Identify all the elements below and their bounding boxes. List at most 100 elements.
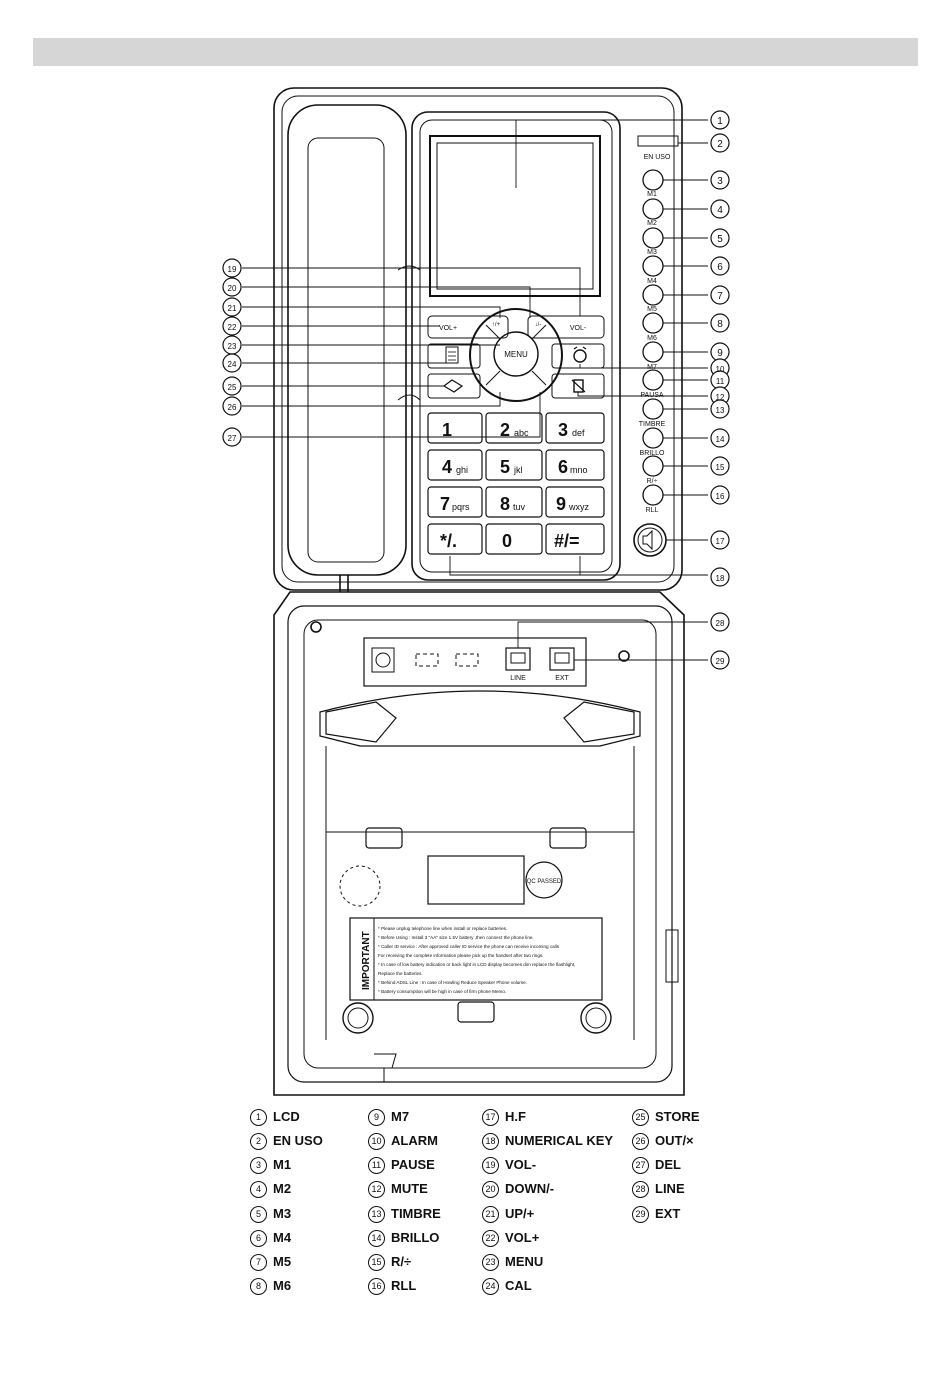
svg-text:* Please unplug telephone line: * Please unplug telephone line when inst…	[378, 926, 507, 931]
callout-5: 5	[717, 234, 723, 245]
key-7: 7	[440, 494, 450, 514]
key-2: 2	[500, 420, 510, 440]
qc-stamp-text: QC PASSED	[527, 879, 562, 885]
label-ext: EXT	[555, 675, 569, 682]
callout-22: 22	[228, 323, 237, 332]
label-vol-plus: VOL+	[439, 325, 457, 332]
header-bar	[33, 38, 918, 66]
keypad-labels: 1 2 abc 3 def 4 ghi 5 jkl 6 mno 7 pqrs 8…	[440, 420, 589, 551]
label-line: LINE	[510, 675, 526, 682]
callout-18: 18	[716, 574, 725, 583]
label-rll: RLL	[646, 507, 659, 514]
label-m6: M6	[647, 335, 657, 342]
callout-4: 4	[717, 205, 723, 216]
callout-10: 10	[716, 365, 725, 374]
important-title: IMPORTANT	[361, 931, 372, 990]
label-down: ↓/-	[535, 322, 542, 328]
key-5-letters: jkl	[513, 465, 523, 475]
callout-11: 11	[716, 377, 725, 386]
label-m2: M2	[647, 220, 657, 227]
callout-28: 28	[716, 619, 725, 628]
jack-panel	[363, 637, 587, 687]
label-timbre: TIMBRE	[639, 421, 666, 428]
mute-icon	[573, 379, 584, 393]
important-text: * Please unplug telephone line when inst…	[378, 926, 575, 994]
callout-circles	[222, 110, 730, 670]
callout-numbers: 1 2 3 4 5 6 7 8 9 10 11 12 13 14 15 16 1…	[228, 116, 725, 666]
phone-front-body	[273, 87, 683, 591]
label-pausa: PAUSA	[640, 392, 664, 399]
svg-text:* Battery consumption will be: * Battery consumption will be high in ca…	[378, 989, 506, 994]
label-m4: M4	[647, 278, 657, 285]
key-9-letters: wxyz	[568, 502, 589, 512]
leader-lines	[242, 119, 708, 661]
svg-text:Replace the batteries.: Replace the batteries.	[378, 971, 423, 976]
keypad-grid	[427, 412, 605, 555]
speaker-button	[633, 523, 667, 557]
store-icon	[442, 379, 464, 393]
callout-15: 15	[716, 463, 725, 472]
callout-13: 13	[716, 406, 725, 415]
handset	[287, 104, 407, 576]
key-5: 5	[500, 457, 510, 477]
ext-jack	[549, 647, 575, 671]
key-1: 1	[442, 420, 452, 440]
key-star: */.	[440, 531, 457, 551]
face-plate	[411, 111, 621, 581]
label-up: ↑/+	[492, 322, 501, 328]
callout-21: 21	[228, 304, 237, 313]
key-2-letters: abc	[514, 428, 529, 438]
key-6: 6	[558, 457, 568, 477]
phone-base-body	[273, 591, 685, 1096]
qc-stamp	[525, 861, 563, 899]
alarm-icon	[573, 349, 587, 363]
callout-14: 14	[716, 435, 725, 444]
svg-text:* In case of low battery indic: * In case of low battery indication or b…	[378, 962, 575, 967]
callout-26: 26	[228, 403, 237, 412]
key-hash: #/=	[554, 531, 580, 551]
calculator-icon	[445, 346, 459, 364]
menu-button	[493, 331, 539, 377]
speaker-grille	[339, 865, 381, 907]
callout-19: 19	[228, 265, 237, 274]
callout-6: 6	[717, 262, 723, 273]
callout-25: 25	[228, 383, 237, 392]
cradle	[319, 690, 641, 747]
callout-7: 7	[717, 291, 723, 302]
callout-27: 27	[228, 434, 237, 443]
svg-text:* Behind ADSL Line : In case o: * Behind ADSL Line : In case of Howling …	[378, 980, 527, 985]
callout-3: 3	[717, 176, 723, 187]
callout-16: 16	[716, 492, 725, 501]
svg-text:For receiving the complete inf: For receiving the complete information p…	[378, 953, 543, 958]
key-3: 3	[558, 420, 568, 440]
callout-23: 23	[228, 342, 237, 351]
callout-2: 2	[717, 139, 723, 150]
line-jack	[505, 647, 531, 671]
key-0: 0	[502, 531, 512, 551]
callout-20: 20	[228, 284, 237, 293]
label-m1: M1	[647, 191, 657, 198]
callout-1: 1	[717, 116, 723, 127]
